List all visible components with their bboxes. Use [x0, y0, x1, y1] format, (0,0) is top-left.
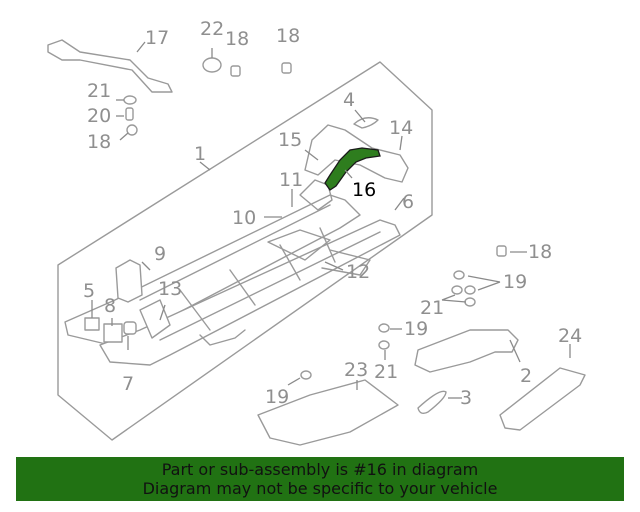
callout-21-right: 21	[420, 297, 444, 319]
spacer-20	[125, 107, 134, 121]
washer-21	[123, 95, 137, 105]
clip-3	[417, 390, 447, 415]
frame-assembly-outline	[57, 61, 433, 441]
callout-13: 13	[158, 278, 182, 300]
callout-5: 5	[83, 280, 95, 302]
washer-19-a	[453, 270, 465, 280]
callout-19-low: 19	[265, 386, 289, 408]
callout-19-right: 19	[503, 271, 527, 293]
washer-19-low	[300, 370, 312, 380]
nut-18-left	[126, 124, 138, 136]
callout-18-right: 18	[528, 241, 552, 263]
callout-15: 15	[278, 129, 302, 151]
nut-18-top-b	[281, 62, 292, 74]
callout-19-mid: 19	[404, 318, 428, 340]
callout-18-left: 18	[87, 131, 111, 153]
washer-21-mid	[378, 340, 390, 350]
callout-22: 22	[200, 18, 224, 40]
callout-3: 3	[460, 387, 472, 409]
callout-17: 17	[145, 27, 169, 49]
callout-labels: 1 2 3 4 5 6 7 8 9 10 11 12 13 14 15 16 1…	[83, 18, 582, 409]
callout-1: 1	[194, 143, 206, 165]
washer-19-mid	[378, 323, 390, 333]
leader-lines	[91, 41, 571, 399]
mount-5	[84, 317, 100, 331]
callout-2: 2	[520, 365, 532, 387]
callout-21-mid: 21	[374, 361, 398, 383]
callout-23: 23	[344, 359, 368, 381]
callout-4: 4	[343, 89, 355, 111]
callout-21-left: 21	[87, 80, 111, 102]
nut-18-right	[496, 245, 507, 257]
washer-21-right	[464, 297, 476, 307]
washer-19-b	[451, 285, 463, 295]
bracket-13	[139, 299, 171, 339]
banner-line-2: Diagram may not be specific to your vehi…	[142, 479, 498, 498]
callout-18-top-b: 18	[276, 25, 300, 47]
bracket-2	[414, 329, 519, 373]
callout-14: 14	[389, 117, 413, 139]
banner-line-1: Part or sub-assembly is #16 in diagram	[161, 460, 479, 479]
part-16-highlighted	[324, 147, 381, 191]
callout-12: 12	[346, 261, 370, 283]
callout-18-top-a: 18	[225, 28, 249, 50]
parts-diagram: 1 2 3 4 5 6 7 8 9 10 11 12 13 14 15 16 1…	[47, 18, 586, 446]
bushing-7	[123, 321, 137, 335]
rail-24	[499, 367, 586, 431]
crossmember-17	[47, 39, 173, 93]
callout-11: 11	[279, 169, 303, 191]
callout-6: 6	[402, 191, 414, 213]
frame-rails	[64, 194, 401, 366]
engine-mount	[115, 259, 143, 303]
mount-8	[103, 323, 123, 343]
callout-7: 7	[122, 373, 134, 395]
callout-20: 20	[87, 105, 111, 127]
callout-10: 10	[232, 207, 256, 229]
callout-9: 9	[154, 243, 166, 265]
nut-18-top-a	[230, 65, 241, 77]
callout-24: 24	[558, 325, 582, 347]
washer-19-c	[464, 285, 476, 295]
callout-16: 16	[352, 179, 376, 201]
insulator-22	[202, 57, 222, 73]
skid-plate-23	[257, 379, 399, 446]
part-info-banner: Part or sub-assembly is #16 in diagram D…	[16, 457, 624, 501]
callout-8: 8	[104, 295, 116, 317]
